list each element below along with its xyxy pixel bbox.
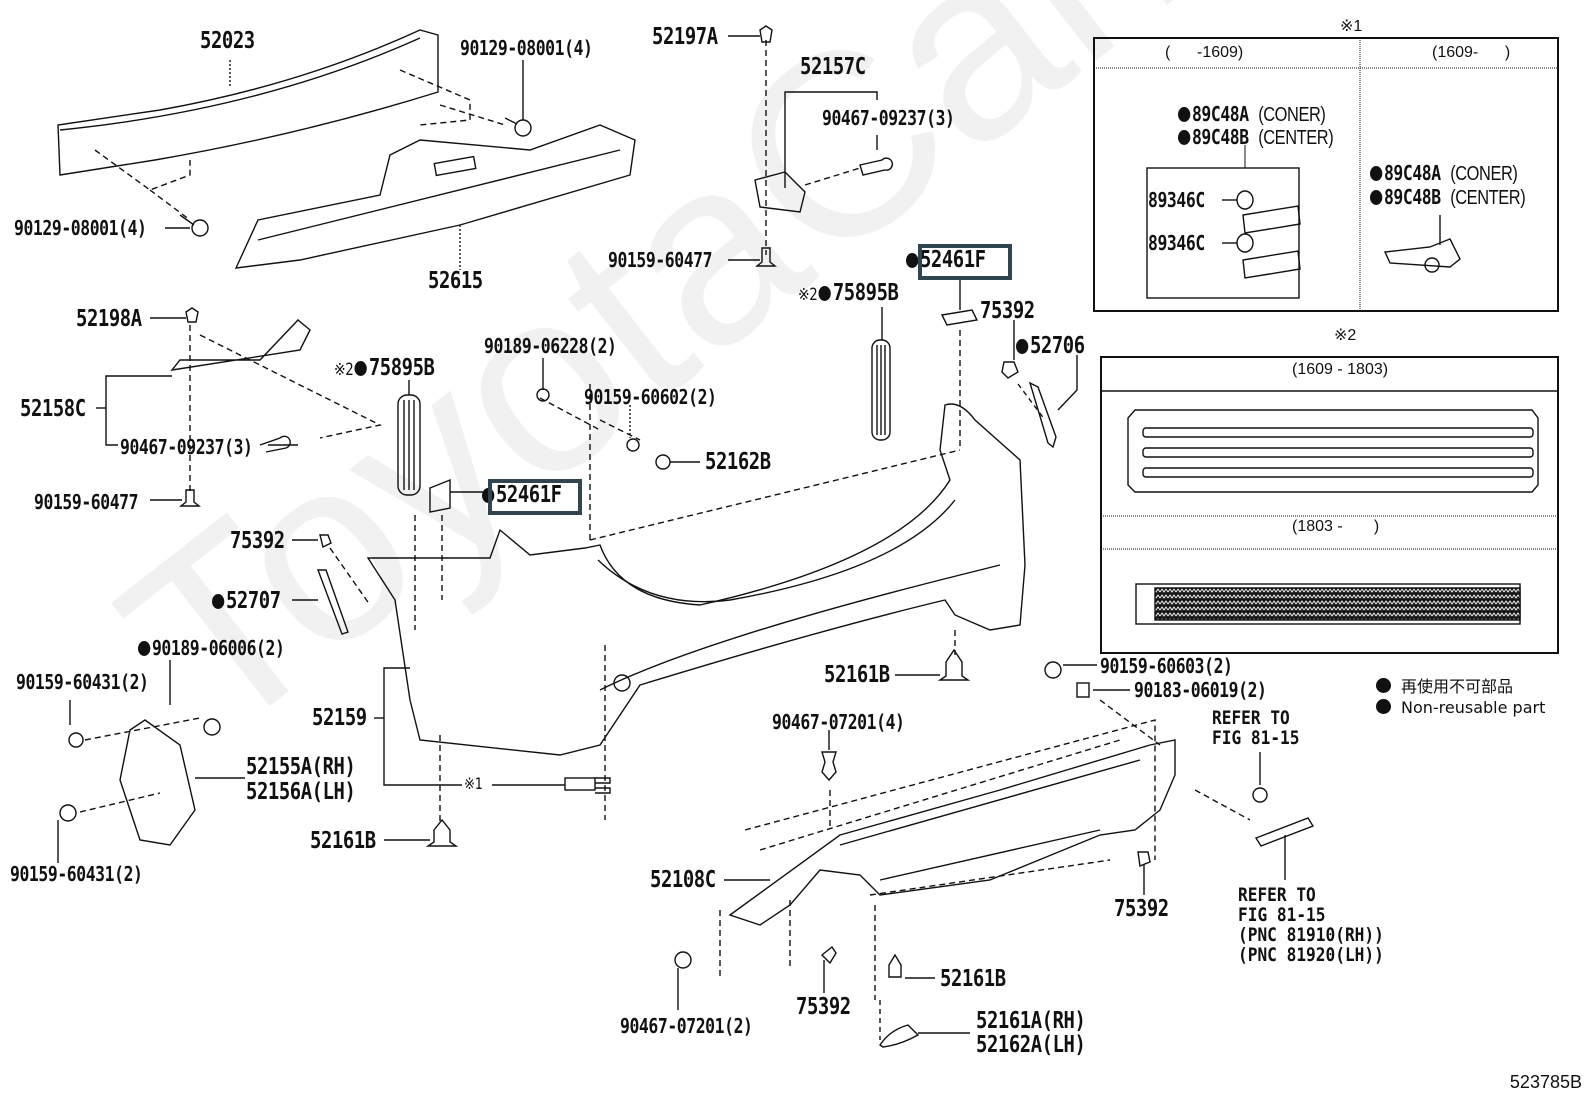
part-label-90159-60477-right[interactable]: 90159-60477 [608,248,713,272]
part-label-75392-lower-right[interactable]: 75392 [1114,896,1169,922]
legend-jp: 再使用不可部品 [1376,673,1513,697]
part-label-52198A[interactable]: 52198A [76,306,142,332]
part-label-52156A-LH[interactable]: 52156A(LH) [246,779,356,805]
non-reusable-dot-icon [1376,678,1391,693]
part-label-90189-06006[interactable]: 90189-06006(2) [138,638,285,658]
part-label-52161B-bottom[interactable]: 52161B [940,966,1006,992]
note-1-marker: ※1 [464,774,483,793]
part-label-52161B-left[interactable]: 52161B [310,828,376,854]
part-label-90159-60431-top[interactable]: 90159-60431(2) [16,670,149,694]
refer-to-fig-81-15-lower[interactable]: REFER TO FIG 81-15 (PNC 81910(RH)) (PNC … [1238,884,1384,966]
non-reusable-dot-icon [1016,339,1029,354]
part-label-90467-07201-top[interactable]: 90467-07201(4) [772,710,905,734]
non-reusable-dot-icon [1178,107,1191,122]
part-label-89C48B-col1[interactable]: 89C48B (CENTER) [1178,127,1334,148]
panel2-pad-old [1127,409,1539,493]
non-reusable-dot-icon [1370,166,1383,181]
part-label-89346C-1[interactable]: 89346C [1148,188,1205,212]
part-label-52023[interactable]: 52023 [200,28,255,54]
document-number: 523785B [1509,1072,1582,1092]
part-label-52108C[interactable]: 52108C [650,867,716,893]
panel1-frame [1093,37,1559,312]
non-reusable-dot-icon [1178,130,1191,145]
part-label-52162B[interactable]: 52162B [705,449,771,475]
part-label-52615[interactable]: 52615 [428,268,483,294]
panel2-row1-header: (1609 - 1803) [1292,361,1389,378]
part-label-90129-08001-upper[interactable]: 90129-08001(4) [460,36,593,60]
panel1-sensor-shapes [1222,190,1461,279]
part-label-52162A-LH[interactable]: 52162A(LH) [976,1032,1086,1058]
legend-en: Non-reusable part [1376,698,1545,717]
part-label-75392-left[interactable]: 75392 [230,528,285,554]
panel2-marker: ※2 [1334,327,1357,344]
non-reusable-dot-icon [354,361,368,376]
part-label-52461F-right[interactable]: 52461F [906,249,986,272]
non-reusable-dot-icon [906,253,919,268]
part-label-52155A-RH[interactable]: 52155A(RH) [246,754,356,780]
part-label-75392-bottom[interactable]: 75392 [796,994,851,1020]
panel1-col1-header: ( -1609) [1165,44,1244,61]
part-label-90183-06019[interactable]: 90183-06019(2) [1134,678,1267,702]
panel2-pad-new [1135,583,1521,625]
non-reusable-dot-icon [818,286,832,301]
part-label-89C48A-col1[interactable]: 89C48A (CONER) [1178,104,1326,125]
non-reusable-dot-icon [1370,190,1383,205]
part-label-52157C[interactable]: 52157C [800,54,866,80]
non-reusable-dot-icon [138,641,151,656]
panel1-col2-header: (1609- ) [1432,44,1511,61]
part-label-89C48B-col2[interactable]: 89C48B (CENTER) [1370,187,1526,208]
part-label-90129-08001-lower[interactable]: 90129-08001(4) [14,216,147,240]
part-label-90467-09237-left[interactable]: 90467-09237(3) [120,435,253,459]
part-label-90189-06228[interactable]: 90189-06228(2) [484,334,617,358]
non-reusable-dot-icon [212,594,225,609]
part-label-90159-60603[interactable]: 90159-60603(2) [1100,654,1233,678]
lower-cover-shape [728,739,1176,926]
part-label-52707[interactable]: 52707 [212,590,281,613]
bumper-cover-shape [366,403,1026,756]
part-label-90159-60602[interactable]: 90159-60602(2) [584,385,717,409]
part-label-90159-60431-bottom[interactable]: 90159-60431(2) [10,862,143,886]
part-label-89C48A-col2[interactable]: 89C48A (CONER) [1370,163,1518,184]
part-label-90159-60477-left[interactable]: 90159-60477 [34,490,139,514]
part-label-52706[interactable]: 52706 [1016,335,1085,358]
part-label-89346C-2[interactable]: 89346C [1148,231,1205,255]
part-label-90467-07201-bottom[interactable]: 90467-07201(2) [620,1014,753,1038]
part-label-90467-09237-right[interactable]: 90467-09237(3) [822,106,955,130]
highlight-box-52461F-left [488,479,582,515]
part-label-52197A[interactable]: 52197A [652,24,718,50]
part-label-52161A-RH[interactable]: 52161A(RH) [976,1008,1086,1034]
reinforcement-beam-shape [57,29,439,176]
part-label-75392-right[interactable]: 75392 [980,298,1035,324]
non-reusable-dot-icon [1376,699,1391,714]
refer-to-fig-81-15-upper[interactable]: REFER TO FIG 81-15 [1212,707,1300,749]
panel2-row2-header: (1803 - ) [1292,518,1380,535]
part-label-52159[interactable]: 52159 [312,705,367,731]
panel1-marker: ※1 [1340,18,1363,35]
panel2-frame [1100,356,1559,654]
part-label-52161B-center[interactable]: 52161B [824,662,890,688]
highlight-box-52461F-right [918,244,1012,280]
bolt-shapes [165,60,532,237]
absorber-shape [234,124,636,270]
part-label-52158C[interactable]: 52158C [20,396,86,422]
